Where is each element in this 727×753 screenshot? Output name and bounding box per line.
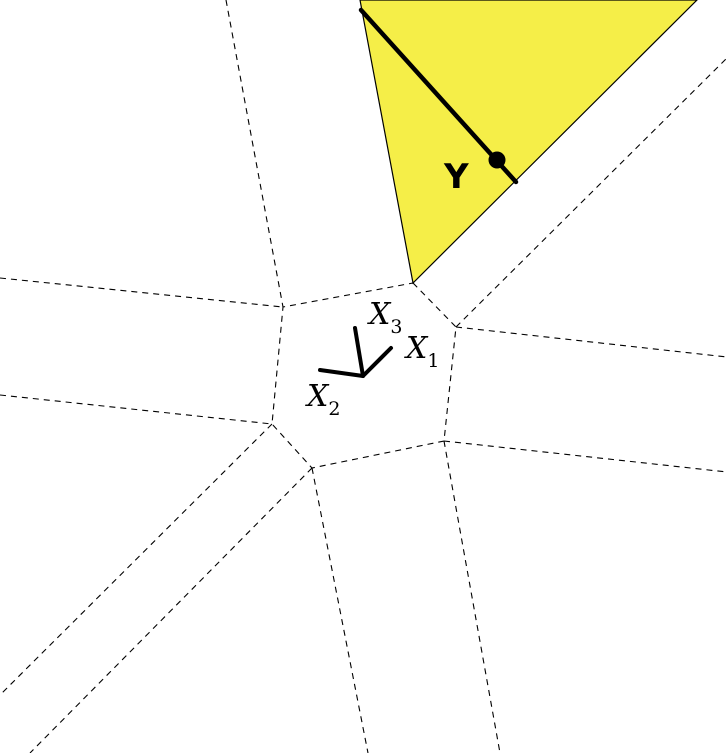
label-y: Y	[443, 157, 469, 197]
edge-left-upper	[0, 277, 284, 308]
label-x1: X1	[404, 331, 439, 372]
edge-bottom-right	[443, 440, 501, 753]
edge-bottom-left-diagonal-2	[29, 467, 313, 753]
vector-x2	[318, 368, 365, 378]
label-x3: X3	[367, 297, 402, 338]
segment-in-region-y	[358, 7, 519, 185]
label-x2: X2	[305, 379, 340, 420]
edge-right-lower	[443, 440, 727, 473]
vectors	[318, 326, 393, 378]
edge-left-lower	[0, 394, 273, 425]
edge-bottom-middle	[311, 467, 369, 753]
edge-bottom-left-diagonal	[0, 423, 273, 696]
point-y	[488, 151, 506, 169]
vector-x1	[361, 346, 393, 378]
edge-top-left	[225, 0, 284, 308]
edge-right-upper	[455, 326, 727, 358]
edge-top-right-diagonal	[455, 57, 727, 328]
vector-x3	[353, 326, 365, 378]
region-y	[359, 0, 698, 285]
